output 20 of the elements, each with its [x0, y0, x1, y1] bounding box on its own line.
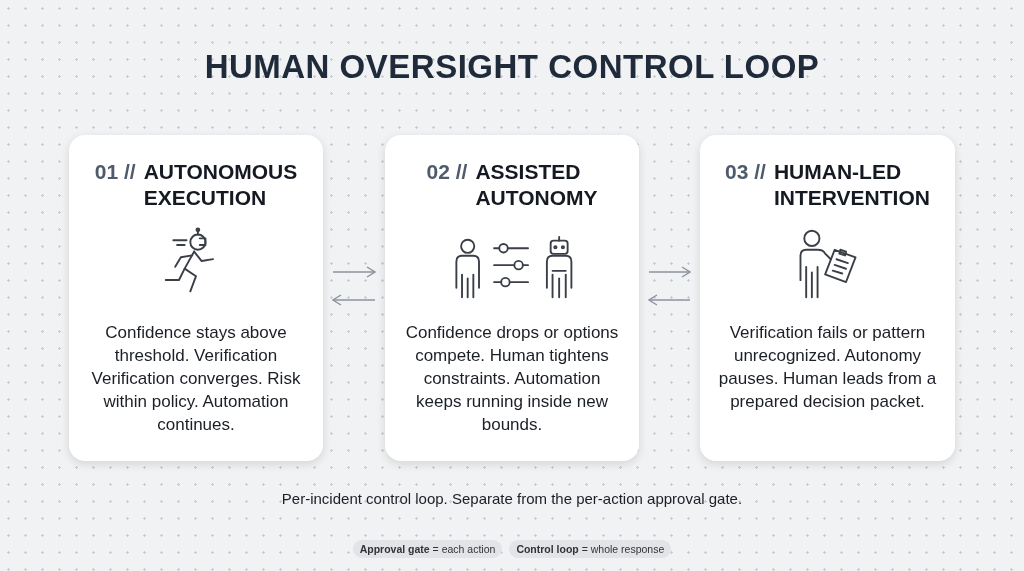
note-pill: Approval gate = each action: [352, 540, 503, 558]
note-pill: Control loop = whole response: [509, 540, 672, 558]
step-number: 01 //: [94, 159, 136, 185]
arrow: [648, 294, 691, 306]
arrow: [332, 294, 376, 306]
arrow: [648, 266, 691, 278]
stage-card: [69, 135, 323, 461]
arrow: [332, 266, 376, 278]
stage-card: [385, 135, 639, 461]
stage-heading: ASSISTED AUTONOMY: [475, 159, 598, 211]
stage-description: Confidence drops or options compete. Human tightens constraints. Automation keeps running inside new bounds.: [404, 322, 620, 436]
stage-description: Verification fails or pattern unrecognized. Autonomy pauses. Human leads from a prepared decision packet.: [717, 322, 938, 413]
title: HUMAN OVERSIGHT CONTROL LOOP: [203, 48, 821, 86]
stage-heading: AUTONOMOUS EXECUTION: [143, 159, 298, 211]
stage-card: [700, 135, 955, 461]
step-number: 03 //: [725, 159, 766, 185]
stage-heading: HUMAN-LED INTERVENTION: [773, 159, 930, 211]
stage-description: Confidence stays above threshold. Verification Verification converges. Risk within policy. Automation continues.: [90, 322, 302, 436]
caption: Per-incident control loop. Separate from the per-action approval gate.: [280, 490, 744, 507]
step-number: 02 //: [426, 159, 468, 185]
